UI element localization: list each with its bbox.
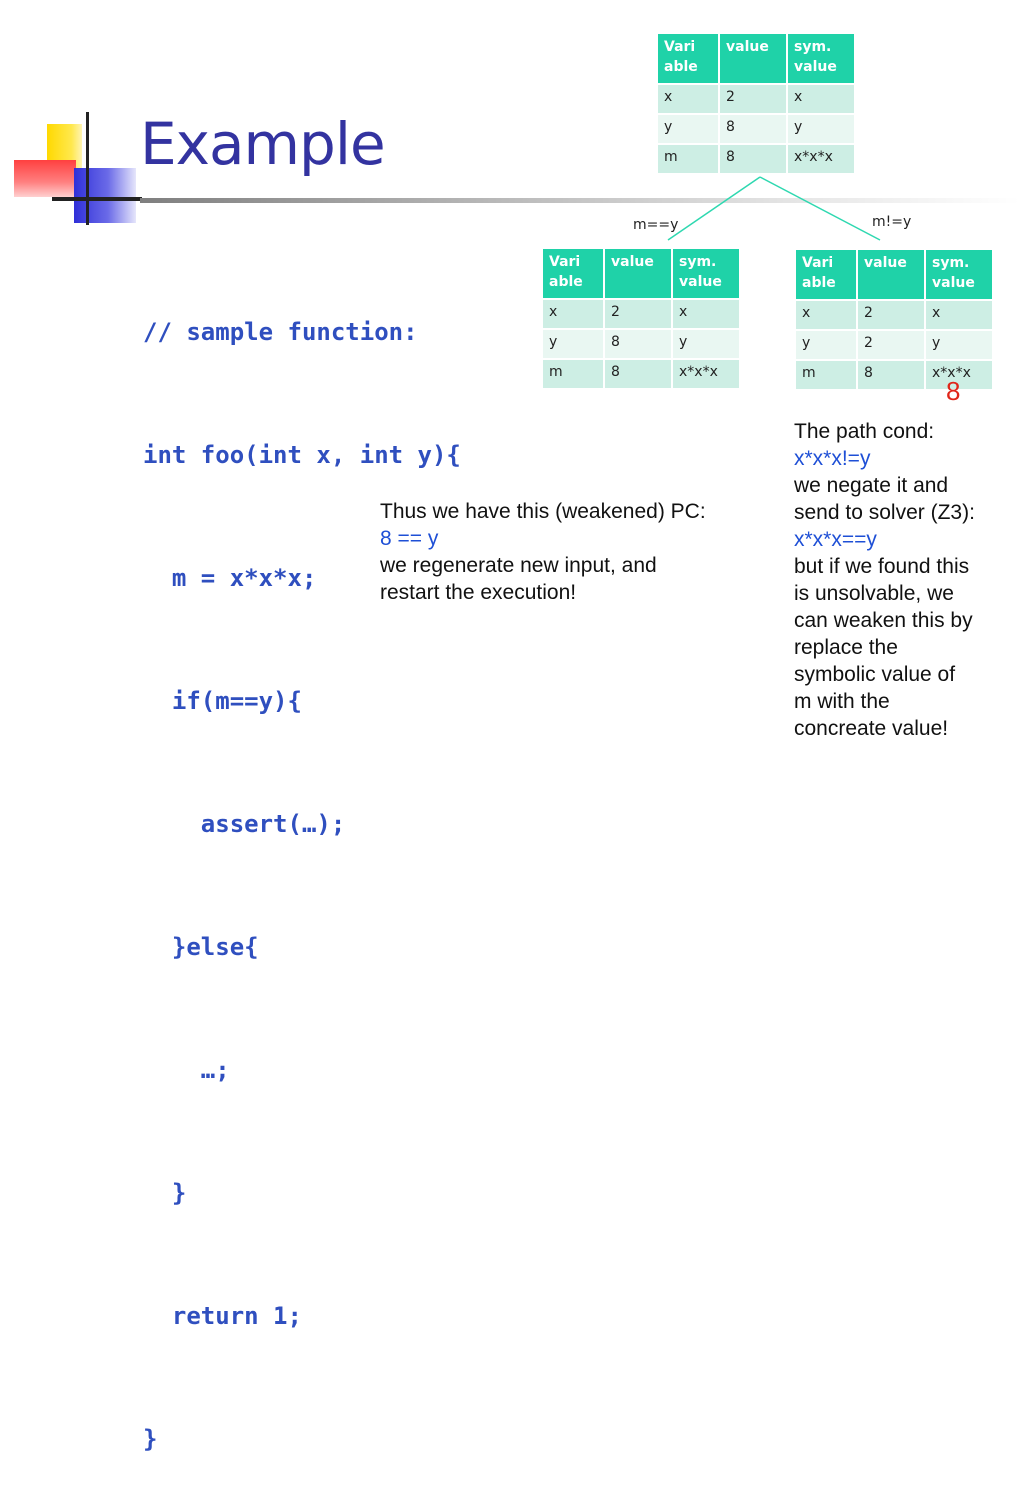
- cell: x*x*x: [788, 145, 854, 173]
- table-top: Vari able value sym. value x 2 x y 8 y m…: [656, 32, 856, 175]
- cell: 2: [858, 331, 924, 359]
- note-right: The path cond: x*x*x!=y we negate it and…: [794, 418, 1022, 742]
- header-value: value: [858, 250, 924, 299]
- header-sym-value: sym. value: [673, 249, 739, 298]
- title-underline: [140, 198, 1020, 203]
- branch-label-neq: m!=y: [872, 214, 912, 230]
- note-right-line: symbolic value of: [794, 663, 956, 686]
- header-variable: Vari able: [658, 34, 718, 83]
- header-sym-value: sym. value: [788, 34, 854, 83]
- note-right-negated: x*x*x==y: [794, 528, 877, 551]
- slide-title: Example: [140, 110, 386, 178]
- branch-label-eq: m==y: [633, 217, 679, 233]
- cell: y: [926, 331, 992, 359]
- arrow-left: [667, 176, 761, 241]
- code-line: // sample function:: [143, 318, 418, 346]
- cell: x: [658, 85, 718, 113]
- decor-blue-square: [74, 168, 136, 223]
- decor-vertical-line: [86, 112, 89, 225]
- header-variable: Vari able: [796, 250, 856, 299]
- arrow-right: [759, 176, 881, 241]
- note-left-line: restart the execution!: [380, 581, 577, 604]
- cell: x: [543, 300, 603, 328]
- cell: 2: [605, 300, 671, 328]
- decor-horizontal-line: [52, 197, 142, 201]
- cell: m: [658, 145, 718, 173]
- code-line: m = x*x*x;: [143, 564, 317, 592]
- note-right-line: concreate value!: [794, 717, 949, 740]
- cell: x*x*x: [926, 361, 992, 389]
- cell: m: [796, 361, 856, 389]
- cell: 8: [720, 115, 786, 143]
- note-left-line: Thus we have this (weakened) PC:: [380, 500, 706, 523]
- code-line: assert(…);: [143, 810, 346, 838]
- cell: y: [543, 330, 603, 358]
- cell: x: [673, 300, 739, 328]
- concrete-value-overlay: 8: [946, 376, 961, 406]
- note-left-line: we regenerate new input, and: [380, 554, 657, 577]
- code-line: …;: [143, 1056, 230, 1084]
- cell: y: [673, 330, 739, 358]
- code-line: return 1;: [143, 1302, 302, 1330]
- code-line: int foo(int x, int y){: [143, 441, 461, 469]
- cell: 2: [858, 301, 924, 329]
- note-right-line: The path cond:: [794, 420, 935, 443]
- table-left: Vari able value sym. value x 2 x y 8 y m…: [541, 247, 741, 390]
- table-right: Vari able value sym. value x 2 x y 2 y m…: [794, 248, 994, 391]
- code-line: }: [143, 1179, 187, 1207]
- note-right-cond: x*x*x!=y: [794, 447, 871, 470]
- cell: y: [788, 115, 854, 143]
- cell: x: [926, 301, 992, 329]
- note-right-line: m with the: [794, 690, 890, 713]
- note-right-line: send to solver (Z3):: [794, 501, 975, 524]
- note-right-line: can weaken this by: [794, 609, 973, 632]
- header-variable: Vari able: [543, 249, 603, 298]
- cell: y: [796, 331, 856, 359]
- code-line: if(m==y){: [143, 687, 302, 715]
- note-right-line: we negate it and: [794, 474, 949, 497]
- note-left-pc: 8 == y: [380, 527, 439, 550]
- cell: x*x*x: [673, 360, 739, 388]
- header-value: value: [720, 34, 786, 83]
- code-line: }else{: [143, 933, 259, 961]
- header-sym-value: sym. value: [926, 250, 992, 299]
- note-right-line: is unsolvable, we: [794, 582, 954, 605]
- cell: x: [788, 85, 854, 113]
- cell: 2: [720, 85, 786, 113]
- note-right-line: but if we found this: [794, 555, 970, 578]
- header-value: value: [605, 249, 671, 298]
- branch-arrows: [667, 176, 881, 241]
- cell: m: [543, 360, 603, 388]
- note-left: Thus we have this (weakened) PC: 8 == y …: [380, 498, 760, 606]
- cell: 8: [605, 330, 671, 358]
- decor-red-square: [14, 160, 76, 197]
- cell: 8: [605, 360, 671, 388]
- cell: 8: [858, 361, 924, 389]
- cell: x: [796, 301, 856, 329]
- note-right-line: replace the: [794, 636, 898, 659]
- code-line: }: [143, 1425, 158, 1453]
- cell: 8: [720, 145, 786, 173]
- cell: y: [658, 115, 718, 143]
